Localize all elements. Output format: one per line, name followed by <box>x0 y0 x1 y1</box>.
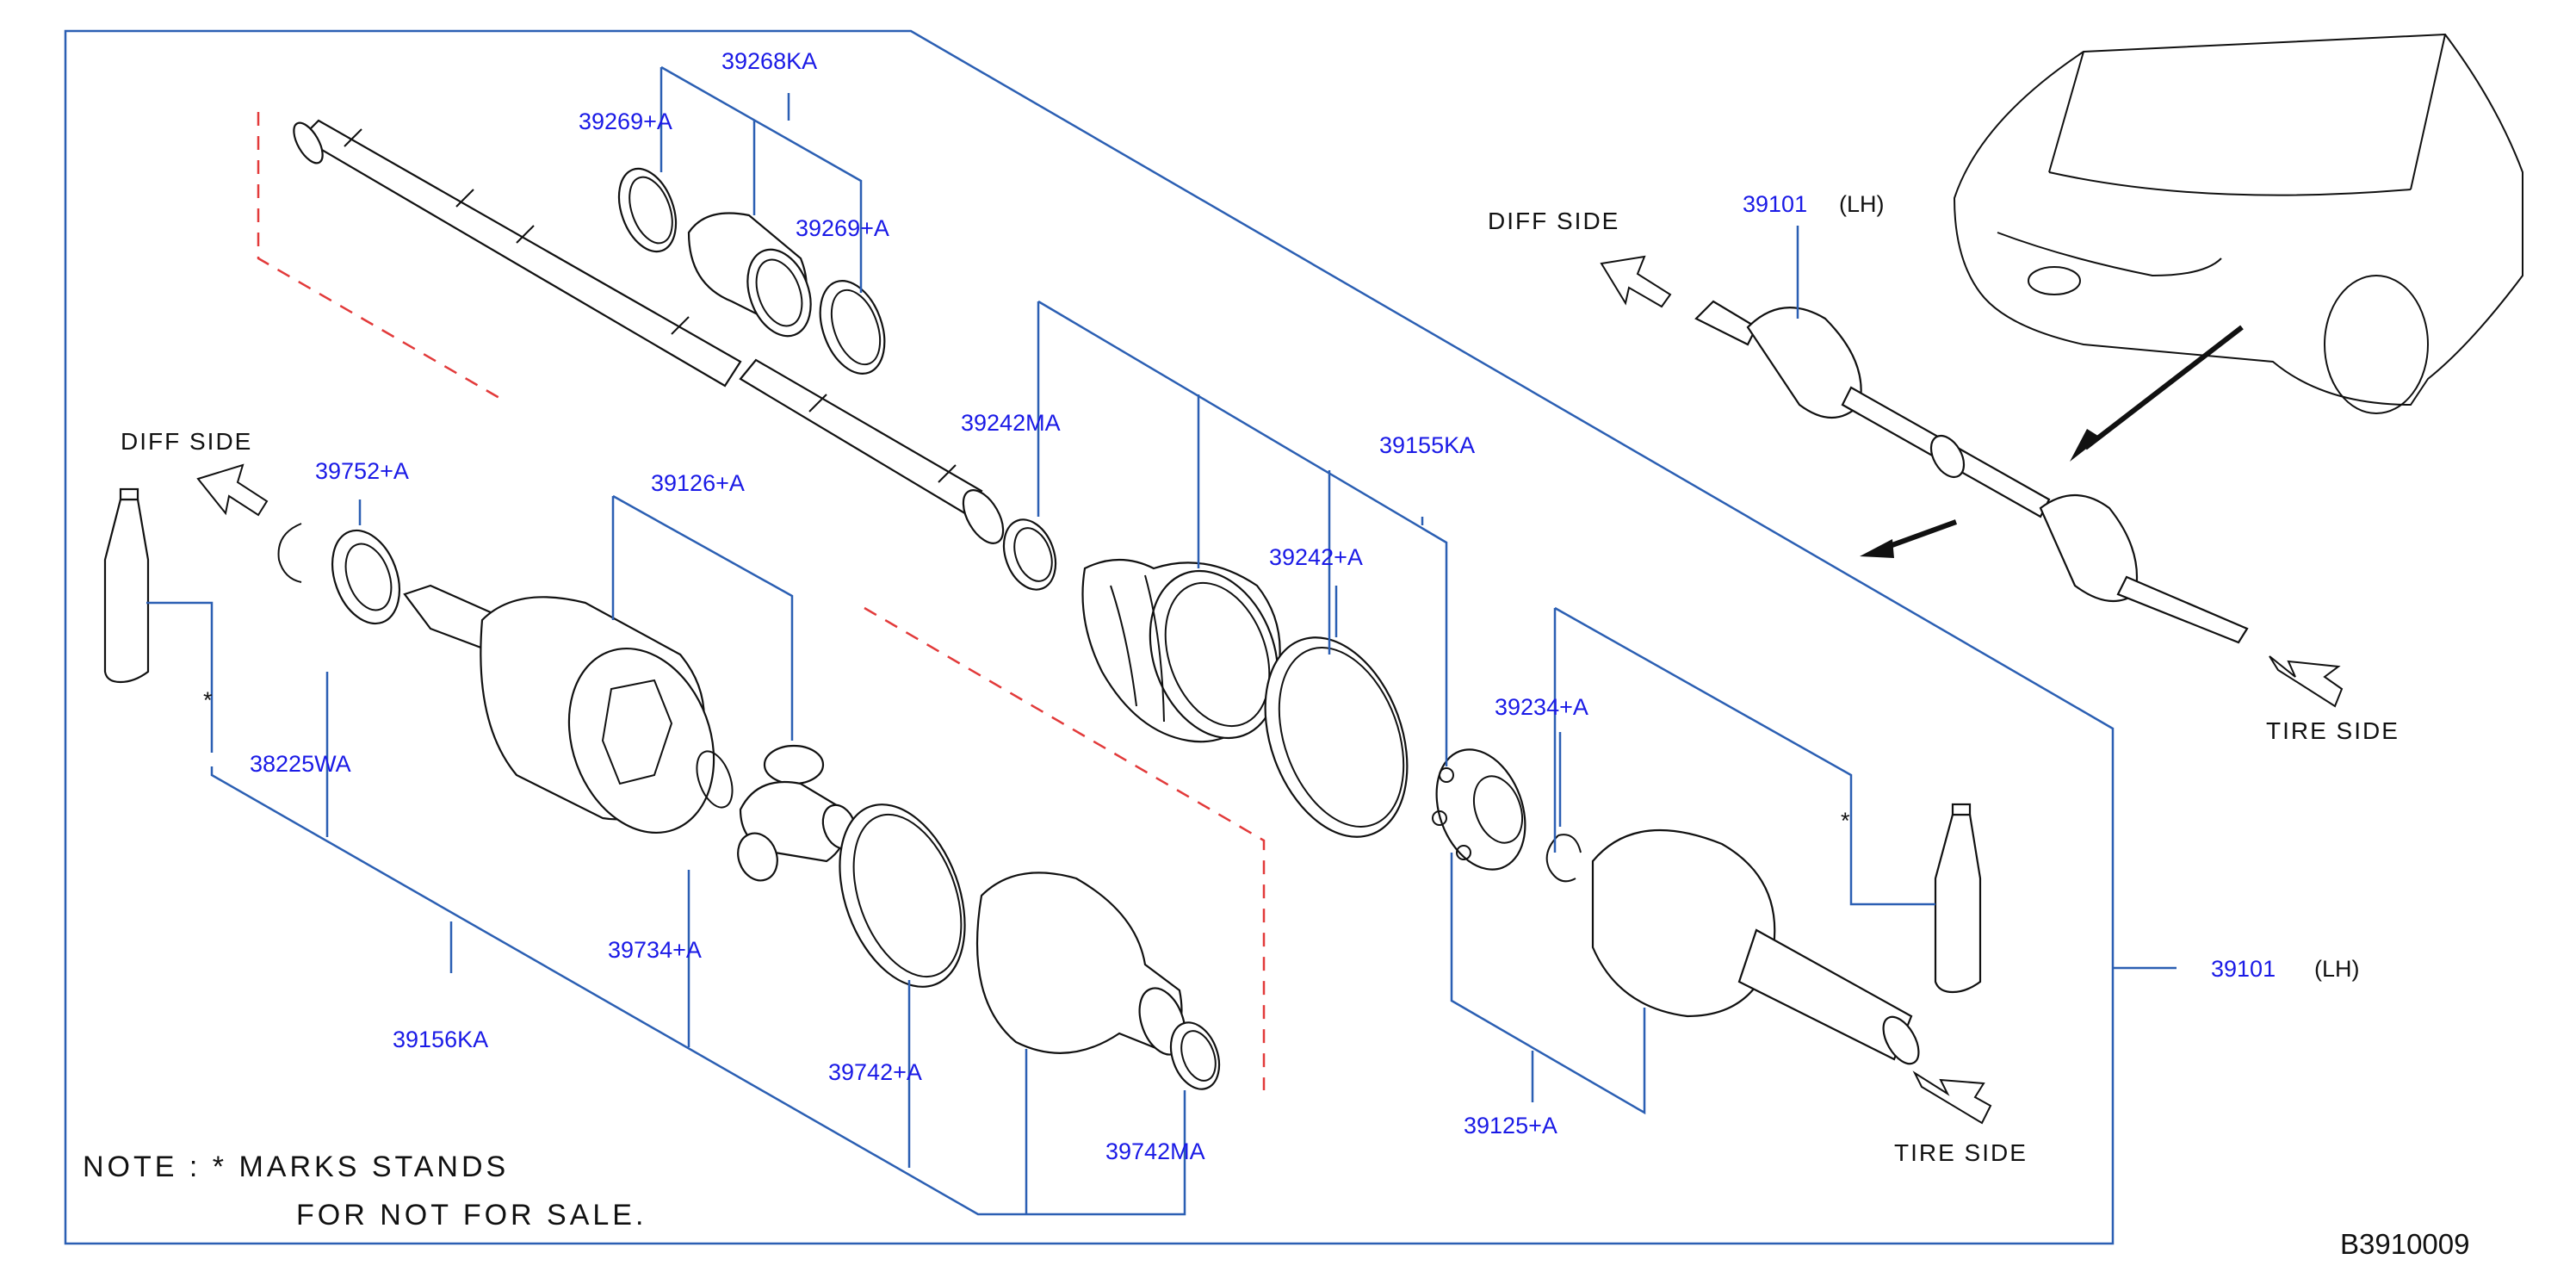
leader-lines <box>146 65 1935 1216</box>
label-39752A: 39752+A <box>315 458 409 484</box>
label-39155KA: 39155KA <box>1379 432 1475 458</box>
dashed-cut-line-middle <box>864 606 1266 1090</box>
label-lh-top: (LH) <box>1839 191 1885 217</box>
inner-cv-housing <box>403 584 715 834</box>
star-mark-right: * <box>1841 808 1850 834</box>
clamp-39269-top <box>617 167 678 253</box>
label-39269A-top: 39269+A <box>579 109 672 134</box>
clamp-39742MA <box>1169 1021 1221 1090</box>
label-39742MA: 39742MA <box>1105 1138 1205 1164</box>
bearing-39752 <box>331 529 400 625</box>
arrow-tire-side-bottom <box>1912 1070 1992 1125</box>
vehicle-inset <box>1953 33 2523 414</box>
label-lh-right: (LH) <box>2314 956 2360 982</box>
ball-cage <box>1432 748 1526 871</box>
label-39126A: 39126+A <box>651 470 745 496</box>
label-39125A: 39125+A <box>1464 1113 1557 1138</box>
arrow-diff-side-top <box>1600 255 1672 308</box>
snap-ring-39734 <box>696 750 734 809</box>
diagram-frame <box>64 29 2115 1245</box>
label-diff-side-top: DIFF SIDE <box>1488 208 1619 234</box>
label-39268KA: 39268KA <box>721 48 817 74</box>
label-tire-side-right: TIRE SIDE <box>2266 717 2400 744</box>
inner-shaft <box>293 119 1005 544</box>
label-tire-side-bottom: TIRE SIDE <box>1894 1139 2028 1166</box>
label-39242A: 39242+A <box>1269 544 1363 570</box>
label-39101-top: 39101 <box>1743 191 1807 217</box>
diagram-code: B3910009 <box>2340 1228 2469 1260</box>
grease-tube-right <box>1934 803 1982 994</box>
star-mark-left: * <box>203 687 213 713</box>
label-39734A: 39734+A <box>608 937 702 963</box>
label-diff-side-left: DIFF SIDE <box>121 428 252 455</box>
dashed-cut-line-top <box>257 112 500 400</box>
label-39101-right: 39101 <box>2211 956 2276 982</box>
label-39234A: 39234+A <box>1495 694 1588 720</box>
band-39242 <box>1264 636 1409 838</box>
note-line-2: FOR NOT FOR SALE. <box>296 1199 647 1231</box>
arrow-pointer-car <box>1860 325 2244 558</box>
clamp-39242MA <box>1002 518 1057 591</box>
driveshaft-inset <box>1694 300 2249 644</box>
outer-cv-joint <box>1591 828 1920 1065</box>
damper-39268KA <box>687 212 812 338</box>
note-line-1: NOTE : * MARKS STANDS <box>83 1151 509 1183</box>
label-38225WA: 38225WA <box>250 751 351 777</box>
outer-boot <box>1081 558 1281 743</box>
label-39269A-right: 39269+A <box>796 215 889 241</box>
inner-boot <box>976 872 1186 1056</box>
circlip-38225WA <box>277 523 302 583</box>
spider-assembly <box>737 744 858 882</box>
arrow-diff-side-left <box>196 463 269 517</box>
arrow-tire-side-right <box>2269 655 2344 708</box>
label-39742A: 39742+A <box>828 1059 922 1085</box>
snap-ring-39234 <box>1545 834 1582 883</box>
label-39242MA: 39242MA <box>961 410 1061 436</box>
band-39742 <box>839 803 966 988</box>
label-39156KA: 39156KA <box>393 1027 488 1052</box>
grease-tube-left <box>103 487 150 684</box>
clamp-39269-right <box>819 280 886 375</box>
